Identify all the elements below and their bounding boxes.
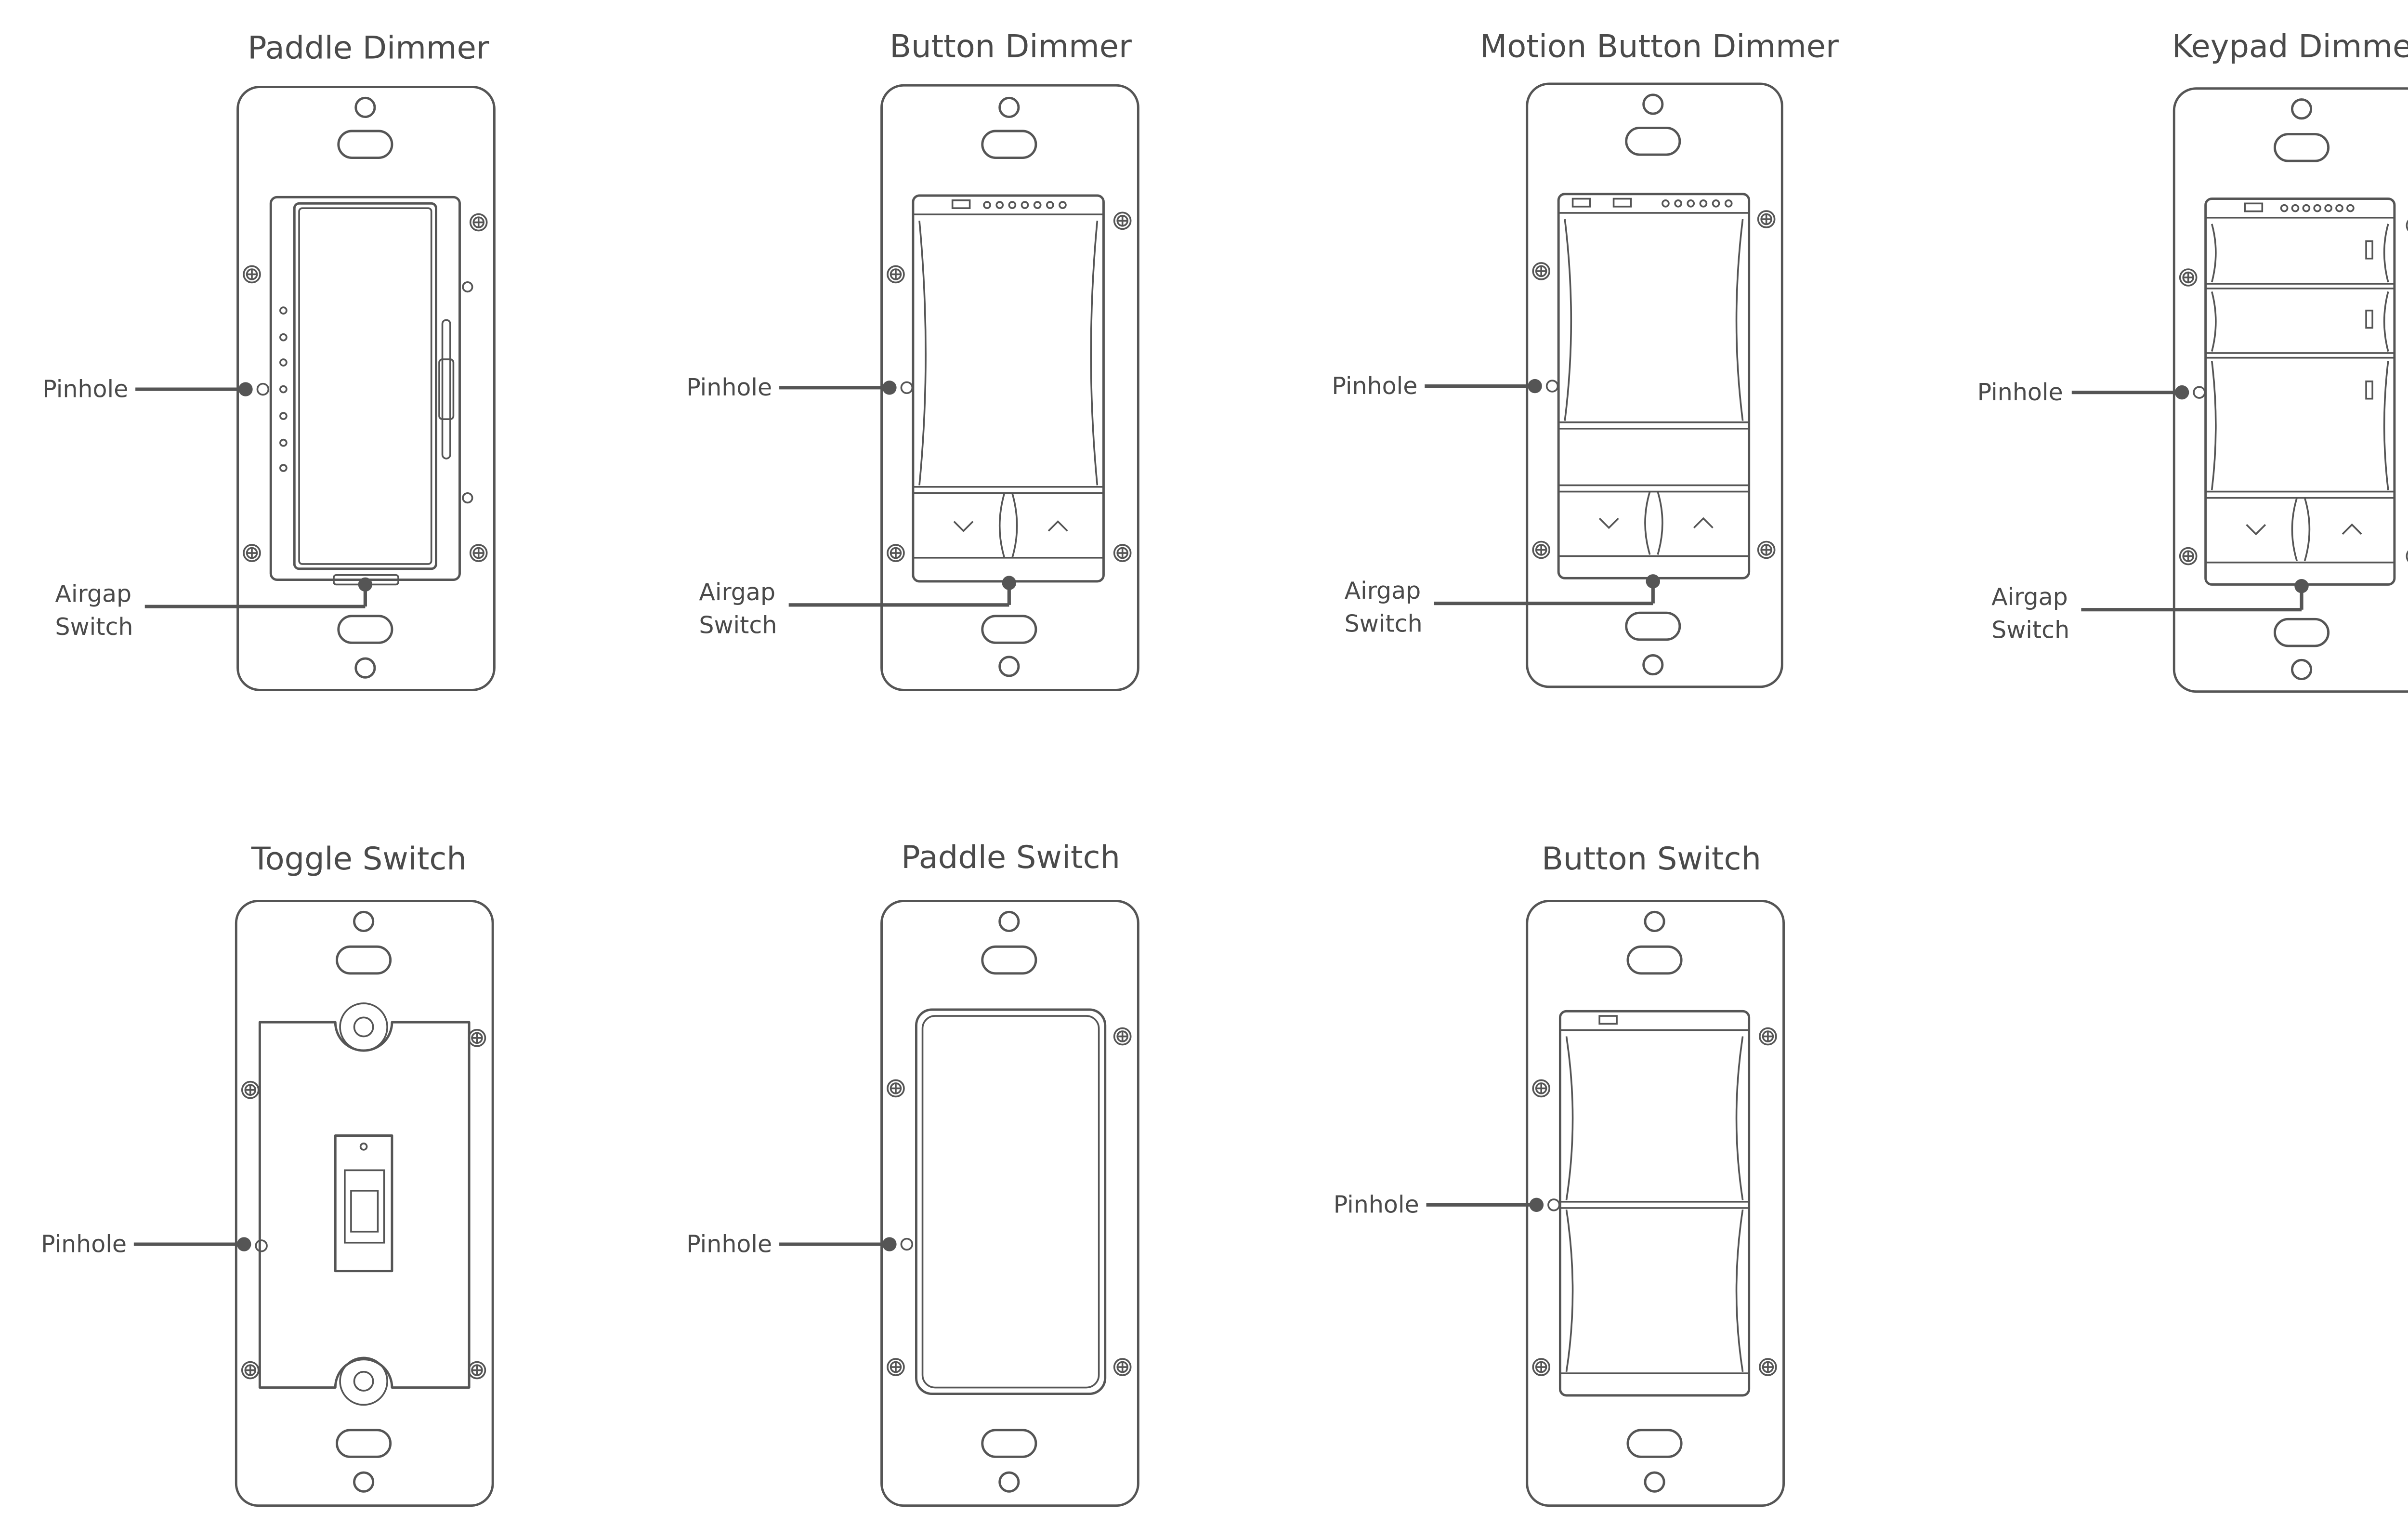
device-paddle-dimmer: Paddle Dimmer Pinhole — [42, 30, 496, 691]
chevron-up-icon — [1047, 520, 1068, 532]
airgap-label: Airgap — [1991, 583, 2068, 611]
screw-icon — [1532, 262, 1550, 280]
screw-icon — [1757, 540, 1776, 559]
paddle — [915, 1008, 1107, 1395]
device-toggle-switch: Toggle Switch Pinhole — [41, 841, 494, 1507]
screw-icon — [1113, 211, 1132, 230]
device-keypad-dimmer: Keypad Dimmer — [1977, 28, 2408, 693]
screw-icon — [243, 265, 261, 284]
button-frame — [912, 194, 1105, 583]
screw-icon — [241, 1080, 260, 1099]
led-indicators — [1662, 199, 1733, 208]
device-button-dimmer: Button Dimmer Pinhole — [686, 28, 1139, 691]
airgap-label-line2: Switch — [699, 611, 777, 639]
keypad-indicator — [2365, 240, 2373, 260]
screw-icon — [1532, 1079, 1550, 1098]
keypad-indicator — [2365, 309, 2373, 329]
pinhole-label: Pinhole — [1334, 1191, 1419, 1219]
led-indicators — [2280, 204, 2355, 212]
screw-icon — [1532, 1358, 1550, 1376]
screw-icon — [2179, 547, 2198, 566]
screw-icon — [469, 213, 488, 232]
wall-plate — [235, 899, 494, 1507]
screw-icon — [2179, 268, 2198, 287]
device-title: Button Switch — [1542, 841, 1761, 877]
pinhole-label: Pinhole — [1977, 378, 2063, 406]
screw-icon — [243, 544, 261, 562]
screw-icon — [887, 544, 905, 562]
device-title: Motion Button Dimmer — [1480, 28, 1839, 65]
pinhole-label: Pinhole — [42, 375, 128, 403]
dimmer-slider — [441, 319, 451, 460]
airgap-label: Airgap — [699, 578, 775, 606]
pinhole-label: Pinhole — [1332, 372, 1417, 400]
screw-icon — [468, 1361, 486, 1380]
pinhole-label: Pinhole — [686, 1230, 772, 1258]
screw-icon — [1113, 1027, 1132, 1046]
wall-plate — [2172, 87, 2408, 693]
screw-icon — [469, 544, 488, 562]
screw-icon — [887, 265, 905, 284]
screw-icon — [241, 1361, 260, 1380]
device-title: Toggle Switch — [251, 841, 467, 877]
airgap-label: Airgap — [1345, 577, 1421, 605]
device-button-switch: Button Switch Pinhole — [1334, 841, 1785, 1507]
screw-icon — [1759, 1358, 1777, 1376]
chevron-up-icon — [1693, 517, 1714, 529]
airgap-label-line2: Switch — [1345, 609, 1423, 637]
screw-icon — [887, 1358, 905, 1376]
button-frame — [1558, 1010, 1751, 1397]
device-title: Paddle Dimmer — [248, 30, 489, 66]
screw-icon — [1532, 540, 1550, 559]
led-indicators — [983, 201, 1067, 209]
device-paddle-switch: Paddle Switch Pinhole — [686, 839, 1139, 1507]
device-motion-button-dimmer: Motion Button Dimmer — [1332, 28, 1839, 688]
wall-plate — [880, 899, 1139, 1507]
pinhole-label: Pinhole — [686, 373, 772, 401]
keypad-indicator — [2365, 380, 2373, 400]
screw-icon — [1113, 1358, 1132, 1376]
screw-icon — [1113, 544, 1132, 562]
toggle-lever — [344, 1169, 385, 1244]
chevron-down-icon — [1598, 517, 1619, 529]
airgap-label-line2: Switch — [55, 613, 133, 641]
chevron-down-icon — [2246, 524, 2266, 536]
paddle — [293, 202, 437, 570]
screw-icon — [1759, 1027, 1777, 1046]
screw-icon — [887, 1079, 905, 1098]
chevron-down-icon — [953, 521, 974, 532]
screw-icon — [468, 1029, 486, 1047]
switch-strap — [258, 1021, 471, 1389]
toggle-housing — [334, 1134, 393, 1273]
led-indicators — [279, 306, 288, 472]
device-title: Button Dimmer — [890, 28, 1132, 65]
button-frame — [1557, 193, 1751, 579]
airgap-label: Airgap — [55, 579, 131, 607]
screw-icon — [1757, 210, 1776, 228]
device-title: Keypad Dimmer — [2172, 28, 2408, 65]
chevron-up-icon — [2342, 523, 2362, 535]
wall-plate — [1526, 899, 1785, 1507]
device-title: Paddle Switch — [901, 839, 1120, 876]
pinhole-label: Pinhole — [41, 1230, 127, 1258]
airgap-label-line2: Switch — [1991, 616, 2069, 644]
